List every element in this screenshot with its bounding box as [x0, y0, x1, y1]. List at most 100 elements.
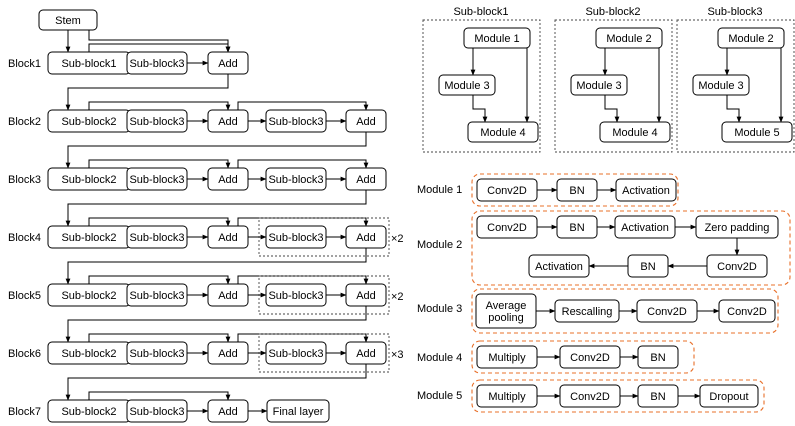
module1-activation-3: Activation — [615, 178, 677, 202]
block4-skip-b — [237, 217, 369, 227]
module2-row1-conv2d-1: Conv2D — [476, 215, 538, 239]
subblock3-bottom-module: Module 5 — [721, 121, 793, 143]
block1-skip-a — [88, 43, 231, 53]
stem-skip-connector — [88, 30, 231, 53]
block5-sub-block3-4: Sub-block3 — [265, 283, 327, 307]
module4-frame — [471, 340, 695, 374]
subblock2-bottom-module: Module 4 — [599, 121, 671, 143]
block3-add-3-label: Add — [218, 174, 238, 186]
module2-row1-conv2d-1-box — [476, 215, 538, 239]
block1-add-3-label: Add — [218, 58, 238, 70]
block6-sub-block2-1: Sub-block2 — [47, 341, 131, 365]
module4-label: Module 4 — [417, 352, 462, 364]
module2-bn-2-label: BN — [640, 261, 655, 273]
block1-sub-block3-2-label: Sub-block3 — [129, 58, 184, 70]
block5-sub-block2-1-label: Sub-block2 — [61, 290, 116, 302]
block2-add-5-box — [345, 109, 387, 133]
block4-add-3-box — [207, 225, 249, 249]
module2-row1-activation-3-box — [614, 215, 676, 239]
block2-add-5-label: Add — [356, 116, 376, 128]
block3-add-5: Add — [345, 167, 387, 191]
block4-skip-a — [88, 217, 231, 227]
block5-add-5-box — [345, 283, 387, 307]
block2-skip-b — [237, 101, 369, 111]
subblock3-top-module-box — [717, 27, 785, 49]
block6-sub-block2-1-label: Sub-block2 — [61, 348, 116, 360]
block1-sub-block3-2-box — [126, 51, 188, 75]
block7-sub-block3-2: Sub-block3 — [126, 399, 188, 423]
module4-conv2d-2: Conv2D — [559, 345, 621, 369]
block4-sub-block3-2-box — [126, 225, 188, 249]
module5-label: Module 5 — [417, 390, 462, 402]
stem-node: Stem — [38, 9, 98, 31]
repeat-count-5: ×2 — [391, 291, 404, 303]
subblock3-top-module: Module 2 — [717, 27, 785, 49]
block5-sub-block3-4-label: Sub-block3 — [268, 290, 323, 302]
block7-final-layer-4-box — [266, 399, 330, 423]
subblock-frame-3 — [676, 19, 795, 153]
stem-node-label: Stem — [55, 15, 81, 27]
block3-sub-block3-4-box — [265, 167, 327, 191]
block6-sub-block3-2-label: Sub-block3 — [129, 348, 184, 360]
module4-multiply-1: Multiply — [476, 345, 538, 369]
module1-activation-3-box — [615, 178, 677, 202]
block3-skip-a — [88, 159, 231, 169]
block2-skip-a — [88, 101, 231, 111]
block6-skip-a — [88, 333, 231, 343]
block1-add-3: Add — [207, 51, 249, 75]
module2-activation-2: Activation — [528, 254, 590, 278]
module5-conv2d-2: Conv2D — [559, 384, 621, 408]
module2-bn-2-box — [627, 254, 669, 278]
subblock3-mid-module-box — [692, 74, 750, 96]
module3-label: Module 3 — [417, 303, 462, 315]
block4-add-5-label: Add — [356, 232, 376, 244]
subblock1-bottom-module-box — [467, 121, 539, 143]
module2-conv2d-2-box — [706, 254, 768, 278]
subblock1-mid-to-bottom — [472, 95, 488, 123]
block3-skip-b — [237, 159, 369, 169]
block2-add-3-box — [207, 109, 249, 133]
module2-row1-activation-3: Activation — [614, 215, 676, 239]
repeat-frame-4 — [258, 217, 390, 257]
block6-sub-block3-2: Sub-block3 — [126, 341, 188, 365]
module4-conv2d-2-label: Conv2D — [570, 352, 610, 364]
block2-sub-block3-4-box — [265, 109, 327, 133]
subblock1-mid-module-label: Module 3 — [444, 80, 489, 92]
block7-add-3-box — [207, 399, 249, 423]
block5-add-3-box — [207, 283, 249, 307]
block3-add-3-box — [207, 167, 249, 191]
module1-conv2d-1-label: Conv2D — [487, 185, 527, 197]
block3-sub-block3-2-label: Sub-block3 — [129, 174, 184, 186]
block3-sub-block3-4-label: Sub-block3 — [268, 174, 323, 186]
block-label-6: Block6 — [8, 348, 41, 360]
block2-add-5: Add — [345, 109, 387, 133]
block4-sub-block3-2-label: Sub-block3 — [129, 232, 184, 244]
module3-conv2d-4: Conv2D — [718, 299, 776, 323]
module1-conv2d-1-box — [476, 178, 538, 202]
block7-final-layer-4-label: Final layer — [273, 406, 324, 418]
module5-frame — [471, 379, 765, 413]
block1-sub-block3-2: Sub-block3 — [126, 51, 188, 75]
block4-sub-block3-4: Sub-block3 — [265, 225, 327, 249]
module5-conv2d-2-label: Conv2D — [570, 391, 610, 403]
subblock1-top-module: Module 1 — [463, 27, 531, 49]
module3-average-pooling-1-label: Average — [486, 300, 527, 312]
module2-conv2d-2-label: Conv2D — [717, 261, 757, 273]
module4-multiply-1-box — [476, 345, 538, 369]
block6-sub-block3-2-box — [126, 341, 188, 365]
block7-sub-block2-1-label: Sub-block2 — [61, 406, 116, 418]
module2-row1-conv2d-1-label: Conv2D — [487, 222, 527, 234]
block3-sub-block2-1: Sub-block2 — [47, 167, 131, 191]
block4-to-next — [65, 248, 367, 285]
module4-conv2d-2-box — [559, 345, 621, 369]
block-label-3: Block3 — [8, 174, 41, 186]
block5-sub-block2-1: Sub-block2 — [47, 283, 131, 307]
module5-bn-3: BN — [637, 384, 679, 408]
module5-bn-3-label: BN — [650, 391, 665, 403]
block5-add-3-label: Add — [218, 290, 238, 302]
module3-frame — [471, 288, 779, 334]
block4-sub-block2-1: Sub-block2 — [47, 225, 131, 249]
subblock1-mid-module-box — [438, 74, 496, 96]
module2-row1-bn-2-box — [556, 215, 598, 239]
